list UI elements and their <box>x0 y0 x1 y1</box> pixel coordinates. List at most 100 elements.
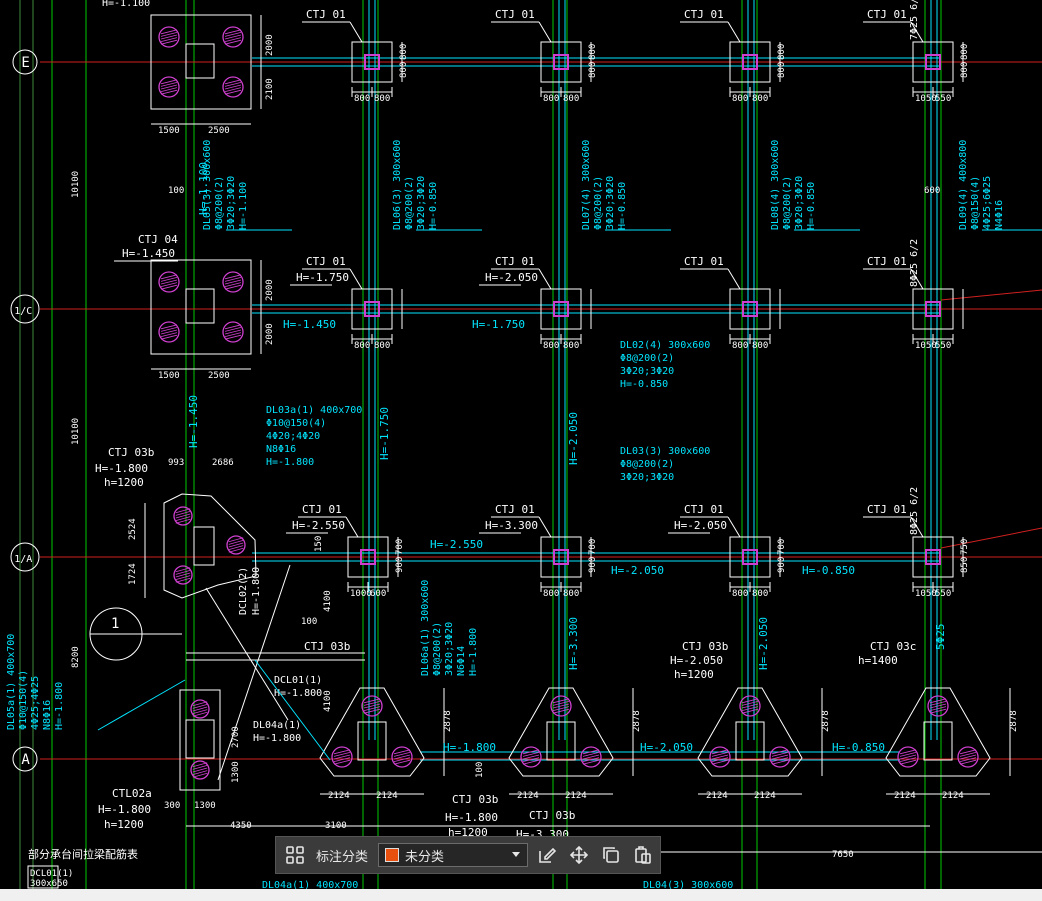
pile-symbol <box>173 506 193 526</box>
column-section <box>553 301 569 317</box>
pile-circle <box>550 695 572 717</box>
pile-hatch <box>160 277 178 282</box>
triangular-pile-cap[interactable] <box>697 687 803 777</box>
pile-hatch <box>224 39 242 45</box>
pile-cap[interactable] <box>540 288 582 330</box>
pile-cap[interactable] <box>729 288 771 330</box>
pile-hatch <box>160 274 178 280</box>
dim-text: 2686 <box>212 458 234 468</box>
dim-text: 800 <box>752 94 768 104</box>
cap-outline <box>351 41 393 83</box>
pile-hatch <box>224 274 242 280</box>
dim-text: 2124 <box>565 791 587 801</box>
annotation-toolbar: 标注分类 未分类 <box>275 836 661 874</box>
cap-outline <box>540 536 582 578</box>
leader-line <box>349 21 363 43</box>
cap-outline <box>508 687 614 777</box>
pile-hatch <box>333 757 351 762</box>
cap-outline <box>912 288 954 330</box>
beam-annotation: 3Φ20;3Φ20 <box>794 176 805 230</box>
pile-hatch <box>582 752 600 757</box>
dim-text: 800 <box>960 62 970 78</box>
pile-symbol <box>897 746 919 768</box>
pile-hatch <box>393 752 411 757</box>
pile-cap[interactable] <box>729 536 771 578</box>
pile-hatch <box>160 282 178 287</box>
column-section <box>357 721 387 761</box>
pile-circle <box>190 760 210 780</box>
dim-text: 2000 <box>265 279 275 301</box>
beam-annotation: DL05a(1) 400x700 <box>6 634 17 730</box>
pile-circle <box>580 746 602 768</box>
pile-hatch <box>711 757 729 762</box>
pile-hatch <box>522 757 540 762</box>
cap-height: h=1200 <box>674 668 714 681</box>
pile-hatch <box>192 706 208 712</box>
pile-cap[interactable] <box>912 536 954 578</box>
beam-annotation: H=-0.850 <box>620 379 668 390</box>
axis-line <box>940 527 1042 549</box>
annotation-category-select[interactable]: 未分类 <box>378 843 529 867</box>
beam-elevation: 5Φ25 <box>934 624 947 651</box>
leader-line <box>345 516 359 538</box>
beam-annotation: H=-0.850 <box>428 182 439 230</box>
copy-icon[interactable] <box>598 842 624 868</box>
cap-name: CTJ 01 <box>867 503 907 516</box>
pile-hatch <box>711 754 729 760</box>
dim-text: 900 <box>588 557 598 573</box>
beam-annotation: 3Φ20;3Φ20 <box>416 176 427 230</box>
dim-text: 2000 <box>265 323 275 345</box>
pile-hatch <box>552 708 570 714</box>
beam-annotation: 3Φ20;3Φ20 <box>620 366 674 377</box>
pile-cap[interactable] <box>912 288 954 330</box>
pile-hatch <box>363 703 381 709</box>
dim-text: 800 <box>543 341 559 351</box>
dim-text: 800 <box>732 341 748 351</box>
pile-hatch <box>333 754 351 760</box>
paste-icon[interactable] <box>630 842 656 868</box>
annotation-category-label: 标注分类 <box>316 849 369 865</box>
pile-symbol <box>158 26 180 48</box>
pile-circle <box>158 26 180 48</box>
dim-text: 800 <box>563 341 579 351</box>
pile-circle <box>222 271 244 293</box>
pile-hatch <box>224 87 242 92</box>
cap-outline <box>729 41 771 83</box>
dim-text: 700 <box>588 539 598 555</box>
beam-annotation: 3Φ20;3Φ20 <box>620 472 674 483</box>
pile-cap[interactable] <box>729 41 771 83</box>
pile-cap[interactable] <box>540 41 582 83</box>
edit-icon[interactable] <box>534 842 560 868</box>
move-icon[interactable] <box>566 842 592 868</box>
leader-line <box>538 516 552 538</box>
pile-symbol <box>173 565 193 585</box>
pile-cap[interactable] <box>351 288 393 330</box>
beam-elevation: H=-0.850 <box>832 741 885 754</box>
column-section <box>925 301 941 317</box>
cap-rebar-note: 8Φ25 6/2 <box>909 239 920 287</box>
pile-cap-irregular[interactable] <box>163 493 257 599</box>
pile-circle <box>222 76 244 98</box>
beam-annotation: H=-1.800 <box>468 628 479 676</box>
triangular-pile-cap[interactable] <box>508 687 614 777</box>
grid-layout-icon[interactable] <box>282 842 308 868</box>
pile-cap[interactable] <box>540 536 582 578</box>
dim-text: 800 <box>588 44 598 60</box>
axis-label: 1/A <box>14 554 32 565</box>
pile-hatch <box>175 513 191 519</box>
pile-cap[interactable] <box>351 41 393 83</box>
pile-cap[interactable] <box>347 536 389 578</box>
cap-name: CTJ 01 <box>867 255 907 268</box>
triangular-pile-cap[interactable] <box>319 687 425 777</box>
pile-circle <box>957 746 979 768</box>
cap-name: CTJ 01 <box>495 255 535 268</box>
dim-text: 800 <box>588 62 598 78</box>
column-section <box>364 301 380 317</box>
triangular-pile-cap[interactable] <box>885 687 991 777</box>
beam-elevation: H=-1.450 <box>187 395 200 448</box>
pile-hatch <box>160 37 178 42</box>
pile-hatch <box>552 698 570 704</box>
pile-hatch <box>552 706 570 711</box>
pile-cap[interactable] <box>912 41 954 83</box>
